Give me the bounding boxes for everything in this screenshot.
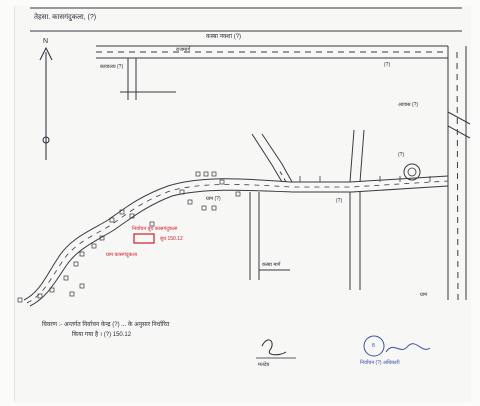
top-road [96, 45, 448, 59]
center-branch-road [251, 133, 293, 183]
signature-right-text: निर्वाचन (?) अधिकारी [360, 360, 400, 366]
header-subtitle: कस्बा नक्शा (?) [206, 34, 242, 40]
north-label: N [43, 38, 49, 45]
place-right-circle: (?) [398, 152, 405, 158]
place-center-block: ग्राम (?) [206, 196, 221, 202]
north-arrow [39, 46, 53, 160]
right-vertical-road [447, 46, 467, 301]
place-left-top: कायालय (?) [100, 64, 124, 70]
booth-box-sub: बूथ 150.12 [160, 236, 183, 242]
paper-background [14, 6, 471, 402]
place-mid-label: (?) [336, 198, 343, 204]
signature-right [385, 343, 431, 353]
official-stamp [363, 335, 385, 357]
place-right-mid: आवास (?) [398, 102, 419, 108]
house-markers [17, 171, 241, 303]
booth-annotation: ग्राम कासगंदुकला [106, 252, 138, 258]
booth-box-label: निर्वाचन बूथ कासगंदुकला [132, 226, 178, 232]
main-road [23, 175, 449, 307]
title-frame [30, 7, 462, 32]
center-down-road [249, 192, 290, 280]
place-right-top: (?) [384, 62, 391, 68]
booth-marker [133, 233, 155, 244]
footer-line-2: किया गया है । (?) 150.12 [72, 332, 132, 338]
header-title: तेहसा. कासगंदुकला, (?) [34, 14, 97, 21]
signature-left-text: मतदेय [258, 362, 270, 368]
pond-marker [403, 163, 421, 181]
stamp-text: 8 [372, 343, 375, 349]
signature-left [261, 339, 287, 356]
pond-inner [407, 167, 417, 177]
footer-line-1: विवरण :- अन्तर्गत निर्वाचन केन्द्र (?) .… [42, 322, 170, 328]
upper-right-branch [349, 129, 365, 183]
place-center-bottom: कस्बा मार्ग [262, 262, 281, 268]
right-down-road [349, 192, 361, 290]
top-road-label: राजमार्ग [176, 47, 191, 53]
place-right-bottom: ग्राम [420, 292, 428, 298]
road-ticks [299, 176, 431, 182]
top-left-lane [120, 58, 176, 100]
right-hook-road [447, 111, 471, 139]
